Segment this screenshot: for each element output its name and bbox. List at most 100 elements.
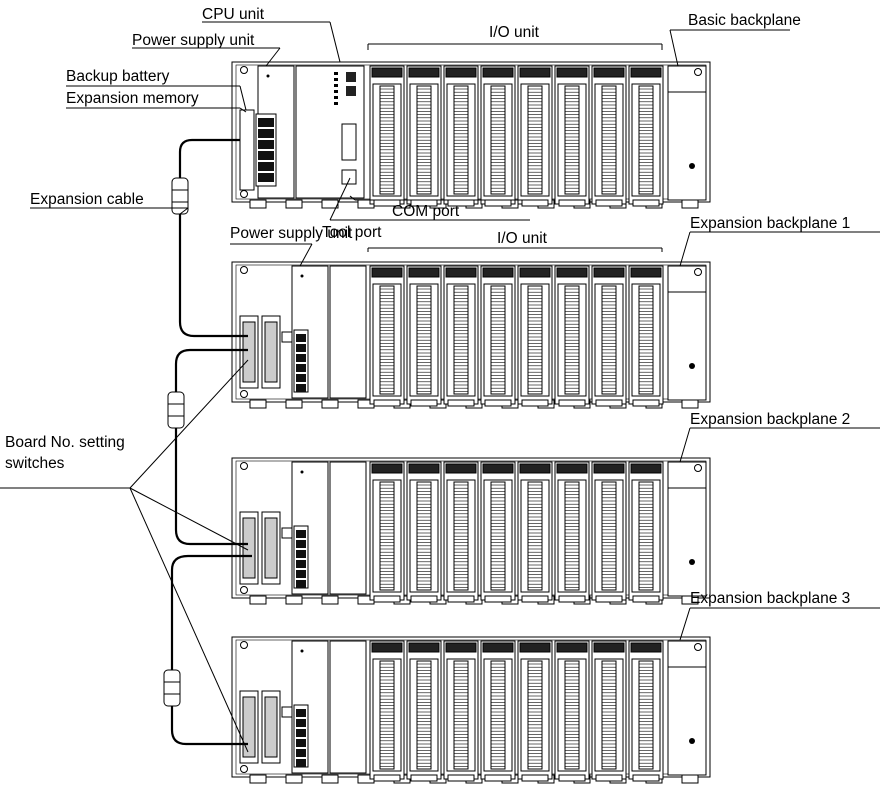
io-module-terminals — [638, 481, 654, 591]
io-module — [406, 65, 442, 207]
cable-exp1-to-exp2 — [174, 348, 248, 546]
io-module-foot — [484, 399, 512, 407]
io-module-top-connector — [593, 67, 625, 78]
io-module — [554, 265, 590, 407]
label-board-no-setting: Board No. setting — [5, 434, 125, 451]
io-module-terminals — [416, 285, 432, 395]
io-module-foot — [558, 399, 586, 407]
cable-exp2-to-exp3 — [170, 554, 252, 746]
io-module — [554, 65, 590, 207]
io-module-top-connector — [371, 642, 403, 653]
mounting-hole — [689, 738, 695, 744]
leader-line — [299, 243, 313, 267]
mounting-hole — [240, 66, 248, 74]
label-board-no-switches: switches — [5, 455, 65, 472]
io-module-foot — [447, 595, 475, 603]
label-power-supply-unit-mid: Power supply unit — [230, 225, 353, 242]
mounting-hole — [689, 559, 695, 565]
label-expansion-backplane-3: Expansion backplane 3 — [690, 590, 850, 607]
io-module — [628, 265, 664, 407]
io-module-top-connector — [445, 67, 477, 78]
board-no-switch — [281, 331, 293, 343]
rail-foot — [681, 774, 699, 784]
io-module-top-connector — [445, 267, 477, 278]
ferrite-core — [171, 177, 189, 215]
io-module-top-connector — [630, 642, 662, 653]
leader-line — [265, 47, 281, 67]
ferrite-core — [163, 669, 181, 707]
io-module-terminals — [416, 481, 432, 591]
io-module-terminals — [601, 481, 617, 591]
io-module-terminals — [379, 285, 395, 395]
io-module-terminals — [527, 85, 543, 195]
leader-line — [129, 487, 249, 753]
io-module-terminals — [379, 85, 395, 195]
io-module-top-connector — [593, 267, 625, 278]
io-module-top-connector — [408, 642, 440, 653]
io-module — [480, 265, 516, 407]
io-module-foot — [447, 774, 475, 782]
io-module-foot — [373, 595, 401, 603]
racks — [231, 61, 711, 784]
io-module-top-connector — [519, 267, 551, 278]
io-module-terminals — [416, 660, 432, 770]
battery-memory-connector — [239, 109, 277, 191]
rack-basic — [231, 61, 711, 209]
io-module-terminals — [453, 85, 469, 195]
io-module-top-connector — [519, 67, 551, 78]
mounting-hole — [694, 464, 702, 472]
rail-foot — [285, 199, 303, 209]
io-module — [369, 265, 405, 407]
rail-foot — [285, 595, 303, 605]
io-module-foot — [521, 199, 549, 207]
rail-foot — [321, 774, 339, 784]
mounting-hole — [240, 266, 248, 274]
io-module-terminals — [527, 481, 543, 591]
io-module-top-connector — [371, 67, 403, 78]
io-module-foot — [558, 199, 586, 207]
io-module-foot — [595, 595, 623, 603]
rail-foot — [681, 199, 699, 209]
rail-foot — [321, 399, 339, 409]
backplane-end-panel — [667, 640, 707, 776]
io-module-foot — [484, 774, 512, 782]
io-module — [480, 461, 516, 603]
io-module-foot — [558, 774, 586, 782]
io-module-terminals — [564, 660, 580, 770]
io-module — [591, 265, 627, 407]
rail-foot — [321, 595, 339, 605]
leader-lines — [0, 21, 880, 753]
io-module-top-connector — [556, 67, 588, 78]
io-module — [517, 65, 553, 207]
io-module-terminals — [379, 481, 395, 591]
io-module-terminals — [638, 660, 654, 770]
rack-expansion-2 — [231, 457, 711, 605]
mounting-hole — [689, 363, 695, 369]
io-module — [517, 265, 553, 407]
io-module-terminals — [490, 481, 506, 591]
label-expansion-backplane-1: Expansion backplane 1 — [690, 215, 850, 232]
label-io-unit-top: I/O unit — [489, 24, 540, 41]
io-module — [591, 65, 627, 207]
backplane-end-panel — [667, 65, 707, 201]
mounting-hole — [240, 765, 248, 773]
rack-expansion-3 — [231, 636, 711, 784]
leader-line — [239, 107, 247, 113]
io-module-top-connector — [556, 463, 588, 474]
io-module — [517, 640, 553, 782]
io-module-terminals — [564, 481, 580, 591]
cable-basic-to-exp1 — [178, 138, 248, 338]
backplane-end-panel — [667, 461, 707, 597]
io-module — [628, 65, 664, 207]
io-module-top-connector — [482, 267, 514, 278]
io-module-terminals — [453, 285, 469, 395]
rail-foot — [681, 399, 699, 409]
io-module-foot — [632, 774, 660, 782]
leader-line — [669, 29, 679, 67]
io-module-foot — [447, 399, 475, 407]
io-module — [443, 65, 479, 207]
io-module-top-connector — [371, 267, 403, 278]
io-module-top-connector — [482, 463, 514, 474]
expansion-cables — [163, 138, 252, 746]
leader-line — [349, 195, 356, 201]
